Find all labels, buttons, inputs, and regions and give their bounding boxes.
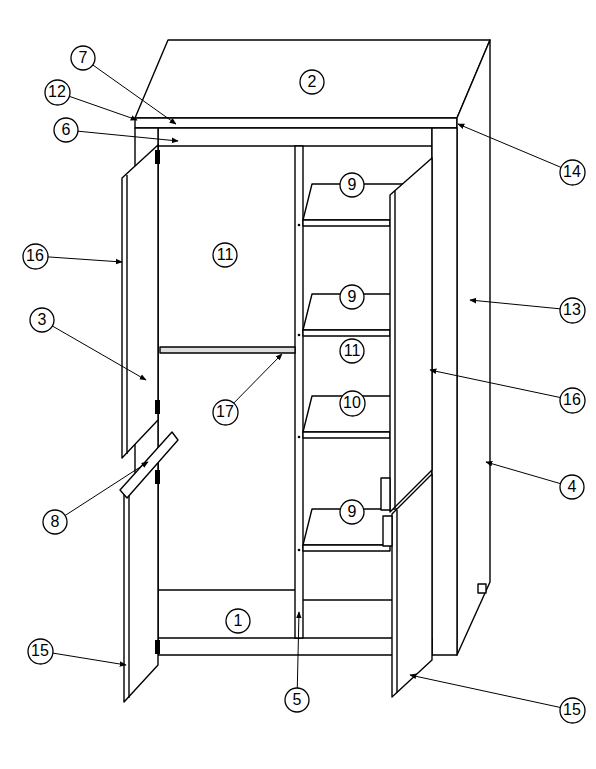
callout-text: 11 — [344, 343, 361, 359]
callout-text: 14 — [563, 164, 581, 180]
callout-number: 7 — [70, 45, 96, 71]
callout-number: 10 — [339, 390, 366, 417]
back-panel — [158, 128, 432, 640]
foot — [478, 584, 486, 593]
callout-text: 16 — [563, 392, 581, 408]
callout-number: 5 — [284, 687, 310, 713]
callout-text: 3 — [38, 312, 47, 328]
callout-number: 6 — [53, 117, 79, 143]
callout-text: 8 — [51, 514, 60, 530]
door-handle — [120, 432, 178, 498]
callout-number: 15 — [559, 697, 586, 724]
right-side-edge — [432, 128, 457, 655]
callout-number: 9 — [339, 172, 365, 198]
callout-number: 11 — [339, 338, 365, 364]
callout-number: 14 — [559, 159, 586, 186]
callout-number: 9 — [339, 499, 365, 525]
top-panel — [135, 40, 490, 118]
callout-text: 16 — [26, 248, 44, 264]
callout-text: 15 — [31, 643, 49, 659]
callout-text: 2 — [308, 74, 317, 90]
callout-text: 15 — [563, 702, 581, 718]
callout-text: 12 — [48, 84, 66, 100]
hanging-rail — [160, 347, 295, 353]
shelf-edge — [303, 545, 390, 551]
hinges — [155, 150, 160, 654]
left-lower-door — [124, 462, 158, 702]
left-upper-door — [122, 145, 158, 458]
callout-text: 17 — [216, 404, 234, 420]
callout-number: 13 — [559, 297, 586, 324]
callout-number: 4 — [559, 474, 585, 500]
callout-number: 16 — [22, 243, 49, 270]
bottom-front-edge — [158, 638, 432, 655]
shelf-edge — [303, 432, 390, 438]
callout-text: 4 — [568, 479, 577, 495]
callout-number: 9 — [339, 284, 365, 310]
shelf-edge — [303, 330, 390, 336]
callout-text: 9 — [348, 177, 357, 193]
leader-lines — [35, 58, 572, 710]
callout-text: 9 — [348, 289, 357, 305]
right-lower-door — [392, 474, 432, 697]
callout-number: 8 — [42, 509, 68, 535]
door-handle — [383, 516, 392, 546]
callout-number: 17 — [212, 399, 239, 426]
door-handle — [381, 478, 390, 510]
callout-number: 12 — [44, 79, 71, 106]
right-upper-door — [390, 158, 432, 512]
callout-number: 1 — [225, 608, 251, 634]
callout-text: 13 — [563, 302, 581, 318]
callout-text: 9 — [348, 504, 357, 520]
inner-bottom-edge — [158, 589, 295, 590]
callout-number: 2 — [299, 69, 325, 95]
callout-text: 7 — [79, 50, 88, 66]
callout-text: 1 — [234, 613, 243, 629]
divider-panel — [295, 146, 303, 638]
callout-text: 10 — [343, 395, 361, 411]
top-front-edge — [135, 118, 457, 128]
shelf-edge — [303, 220, 390, 226]
callout-text: 11 — [217, 247, 234, 263]
callout-text: 5 — [293, 692, 302, 708]
callout-text: 6 — [62, 122, 71, 138]
callout-number: 3 — [29, 307, 55, 333]
callout-number: 15 — [27, 638, 54, 665]
callout-number: 11 — [212, 242, 238, 268]
right-side-panel — [457, 40, 490, 655]
callout-number: 16 — [559, 387, 586, 414]
